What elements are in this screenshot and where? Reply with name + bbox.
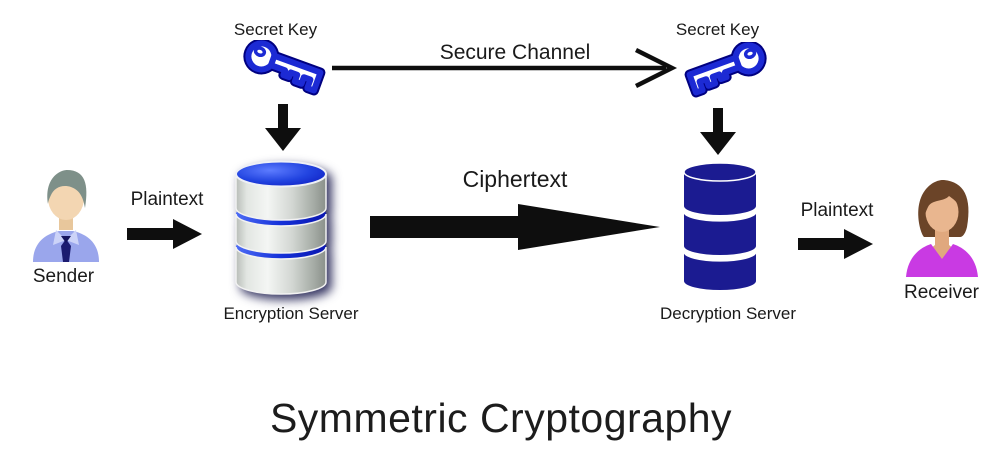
- encryption-server-label: Encryption Server: [223, 304, 359, 323]
- secret-key-right-label: Secret Key: [675, 20, 760, 39]
- decryption-server-label: Decryption Server: [659, 304, 797, 323]
- key-to-encryption-down-arrow-icon: [265, 104, 301, 152]
- key-to-decryption-down-arrow-icon: [700, 108, 736, 156]
- secure-channel-arrow-icon: [332, 46, 686, 90]
- secret-key-left-icon: [242, 40, 330, 106]
- receiver-label: Receiver: [904, 282, 979, 303]
- diagram-title: Symmetric Cryptography: [269, 395, 733, 441]
- ciphertext-arrow-icon: [370, 203, 662, 251]
- plaintext-left-arrow-icon: [127, 217, 203, 251]
- secret-key-left-label: Secret Key: [233, 20, 318, 39]
- sender-person-icon: [16, 164, 116, 266]
- receiver-person-icon: [892, 175, 992, 281]
- plaintext-right-label: Plaintext: [800, 200, 874, 221]
- plaintext-right-arrow-icon: [798, 227, 874, 261]
- encryption-server-icon: [228, 146, 340, 306]
- secure-channel-label: Secure Channel: [439, 41, 591, 64]
- decryption-server-icon: [680, 160, 760, 296]
- sender-label: Sender: [32, 266, 95, 287]
- secret-key-right-icon: [680, 42, 768, 108]
- ciphertext-label: Ciphertext: [462, 166, 568, 192]
- plaintext-left-label: Plaintext: [130, 189, 204, 210]
